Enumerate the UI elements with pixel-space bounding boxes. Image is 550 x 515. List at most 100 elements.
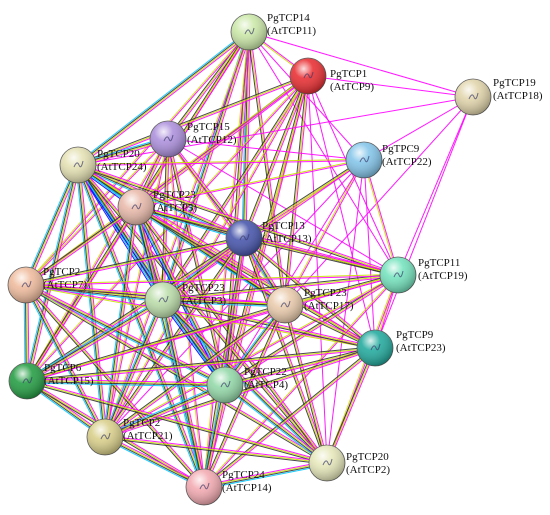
edge-evidence-line <box>224 274 399 386</box>
node-shading <box>207 367 243 403</box>
edge-evidence-line <box>25 284 328 464</box>
node-tcp1[interactable]: PgTCP1(AtTCP9) <box>289 57 374 95</box>
node-label-name: PgTCP11 <box>418 257 460 269</box>
node-label-name: PgTCP13 <box>262 220 305 232</box>
edge-tcp19-tpc9 <box>363 96 474 161</box>
edge-evidence-line <box>161 301 326 465</box>
edge-evidence-line <box>76 165 105 438</box>
edge-evidence-line <box>249 31 287 305</box>
edge-tcp6-tcp20b <box>26 379 328 465</box>
node-label-name: PgTCP20 <box>346 451 389 463</box>
node-tcp23c[interactable]: PgTCP23(AtTCP17) <box>266 286 354 324</box>
edge-tcp1-tcp9 <box>307 75 376 349</box>
edge-evidence-line <box>104 437 204 489</box>
edge-evidence-line <box>204 464 328 490</box>
node-tcp22[interactable]: PgTCP22(AtTCP4) <box>206 366 288 404</box>
node-tcp24[interactable]: PgTCP24(AtTCP14) <box>185 468 272 506</box>
edge-evidence-line <box>105 434 206 486</box>
node-tcp15[interactable]: PgTCP15(AtTCP12) <box>149 120 237 158</box>
edge-evidence-line <box>364 159 400 275</box>
edge-evidence-line <box>285 76 310 306</box>
edge-evidence-line <box>75 166 224 387</box>
node-tcp14[interactable]: PgTCP14(AtTCP11) <box>230 12 316 51</box>
edge-evidence-line <box>104 383 225 437</box>
edge-evidence-line <box>242 238 327 464</box>
edge-evidence-line <box>25 285 327 465</box>
edge-tcp14-tcp2a <box>25 31 250 286</box>
node-label-name: PgTPC9 <box>382 143 420 155</box>
edge-tcp20a-tcp24 <box>75 164 207 488</box>
edge-evidence-line <box>28 165 81 382</box>
edge-evidence-line <box>76 165 204 488</box>
edge-tpc9-tcp23c <box>283 159 366 306</box>
node-tcp20b[interactable]: PgTCP20(AtTCP2) <box>308 444 390 482</box>
edge-evidence-line <box>26 381 327 465</box>
edge-evidence-line <box>105 305 287 439</box>
node-shading <box>87 419 123 455</box>
node-label-alias: (AtTCP24) <box>97 161 147 173</box>
protein-structure-icon <box>22 376 33 384</box>
edge-evidence-line <box>166 139 225 386</box>
edge-tcp19-tcp9 <box>374 96 474 349</box>
node-tcp2a[interactable]: PgTCP2(AtTCP7) <box>7 266 87 304</box>
edge-evidence-line <box>103 299 163 437</box>
node-label-alias: (AtTCP23) <box>396 342 446 354</box>
edge-evidence-line <box>168 137 246 238</box>
edge-evidence-line <box>224 346 375 385</box>
node-tcp23b[interactable]: PgTCP23(AtTCP3) <box>144 281 226 319</box>
edge-evidence-line <box>204 463 328 489</box>
node-tcp19[interactable]: PgTCP19(AtTCP18) <box>454 77 543 116</box>
node-tcp2b[interactable]: PgTCP2(AtTCP21) <box>86 417 173 456</box>
edge-evidence-line <box>25 164 78 381</box>
node-label-name: PgTCP9 <box>396 329 434 341</box>
node-tcp9[interactable]: PgTCP9(AtTCP23) <box>356 329 446 367</box>
edge-evidence-line <box>27 300 164 382</box>
node-tpc9[interactable]: PgTPC9(AtTCP22) <box>345 141 432 179</box>
edge-evidence-line <box>243 75 309 239</box>
protein-structure-icon <box>163 134 174 142</box>
node-shading <box>145 282 181 318</box>
edge-evidence-line <box>105 386 226 440</box>
node-tcp23a[interactable]: PgTCP23(AtTCP5) <box>117 188 197 226</box>
edge-tcp24-tcp20b <box>203 460 328 490</box>
edge-evidence-line <box>77 158 364 165</box>
edge-evidence-line <box>26 283 226 385</box>
edge-evidence-line <box>225 348 376 387</box>
edge-tcp20a-tcp2a <box>23 164 81 286</box>
edge-tcp23b-tcp6 <box>25 297 165 384</box>
edge-evidence-line <box>224 159 365 386</box>
edge-evidence-line <box>248 31 399 276</box>
edge-tcp23c-tcp20b <box>283 304 329 464</box>
edge-evidence-line <box>242 238 375 350</box>
edge-evidence-line <box>25 284 205 488</box>
edge-evidence-line <box>243 237 399 276</box>
edge-evidence-line <box>136 205 376 348</box>
node-label-alias: (AtTCP5) <box>153 202 197 214</box>
edge-evidence-line <box>325 347 375 463</box>
edge-tcp13-tcp2a <box>25 236 245 287</box>
node-tcp11[interactable]: PgTCP11(AtTCP19) <box>379 256 468 294</box>
edge-evidence-line <box>26 32 250 286</box>
node-shading <box>9 363 45 399</box>
node-label-alias: (AtTCP17) <box>304 300 354 312</box>
node-tcp13[interactable]: PgTCP13(AtTCP13) <box>225 219 312 257</box>
node-label-alias: (AtTCP3) <box>182 295 226 307</box>
protein-structure-icon <box>370 343 381 351</box>
node-label-name: PgTCP1 <box>330 68 367 80</box>
edge-evidence-line <box>244 32 251 239</box>
node-label-name: PgTCP15 <box>187 121 230 133</box>
node-shading <box>357 330 393 366</box>
edge-evidence-line <box>26 138 168 381</box>
edge-evidence-line <box>136 205 399 275</box>
node-tcp20a[interactable]: PgTCP20(AtTCP24) <box>59 146 147 184</box>
edge-evidence-line <box>327 348 377 464</box>
edge-tcp2a-tcp9 <box>25 283 376 350</box>
protein-structure-icon <box>21 280 32 288</box>
edge-evidence-line <box>203 304 286 488</box>
edge-tcp11-tcp2a <box>25 273 399 287</box>
edge-tcp2b-tcp20b <box>104 435 328 465</box>
edge-evidence-line <box>27 348 376 383</box>
node-tcp6[interactable]: PgTCP6(AtTCP15) <box>8 362 94 400</box>
edge-tcp13-tcp9 <box>242 236 377 350</box>
